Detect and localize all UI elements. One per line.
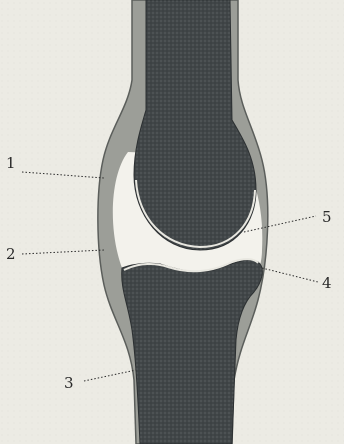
- callout-label-5: 5: [322, 208, 332, 226]
- callout-label-3: 3: [64, 374, 74, 392]
- callout-label-2: 2: [6, 245, 16, 263]
- callout-label-4: 4: [322, 274, 332, 292]
- callout-label-1: 1: [6, 154, 16, 172]
